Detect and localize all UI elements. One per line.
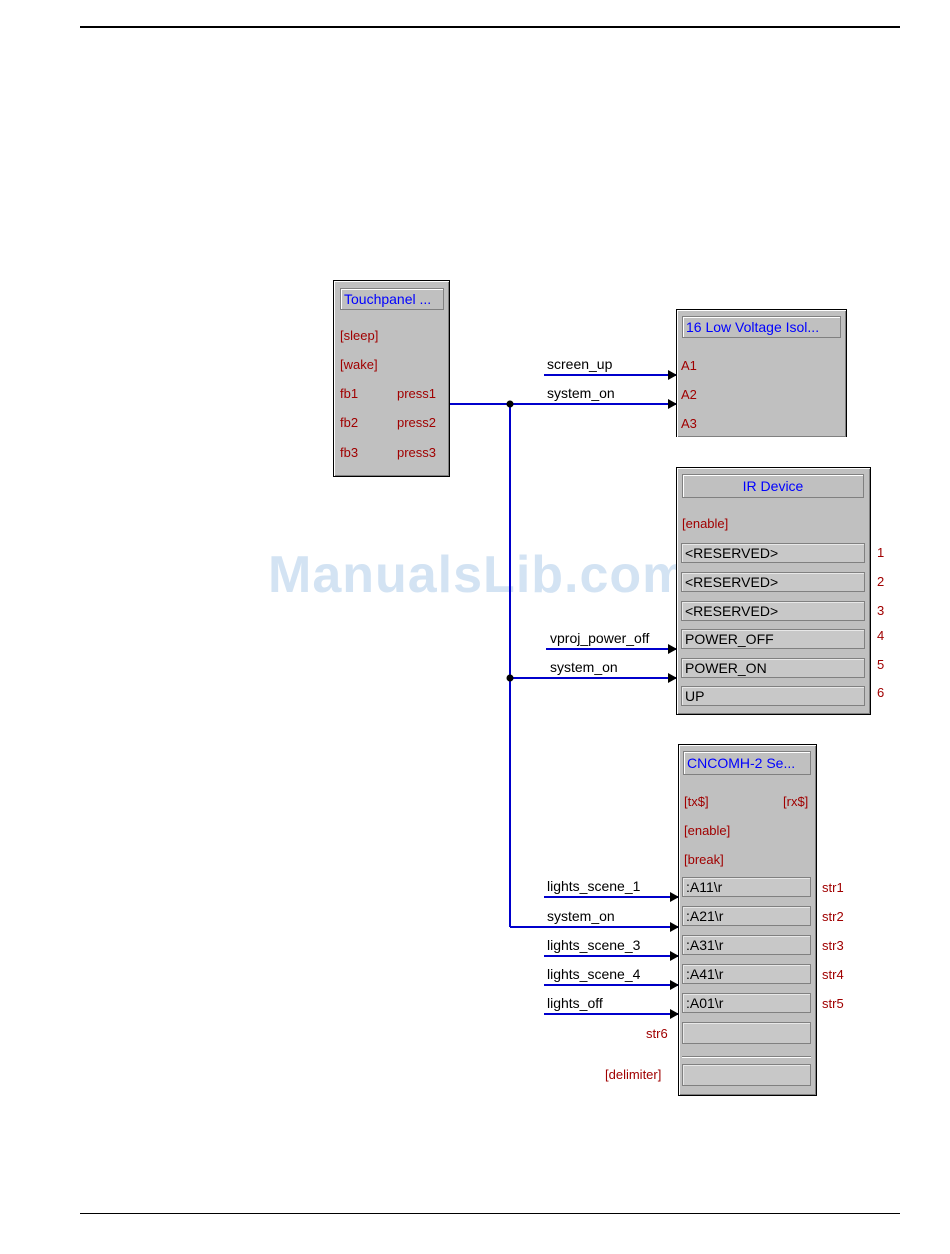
touchpanel-output-press2: press2 <box>397 415 437 430</box>
isolator-input-a1: A1 <box>681 358 697 373</box>
cncomh-input-delimiter: [delimiter] <box>605 1067 662 1082</box>
ir-output-2: 2 <box>877 574 885 589</box>
cncomh-separator <box>682 1056 811 1058</box>
cncomh-output-str4: str4 <box>822 967 844 982</box>
isolator-title: 16 Low Voltage Isol... <box>682 316 841 338</box>
touchpanel-block[interactable]: Touchpanel ... [sleep] [wake] fb1 fb2 fb… <box>333 280 450 477</box>
header-rule <box>80 26 900 28</box>
touchpanel-output-press3: press3 <box>397 445 437 460</box>
ir-param-1[interactable]: <RESERVED> <box>681 543 865 563</box>
arrow-head <box>670 922 679 932</box>
cncomh-param-6[interactable] <box>682 1022 811 1044</box>
junction-dot <box>506 400 514 408</box>
arrow-head <box>668 370 677 380</box>
ir-output-4: 4 <box>877 628 885 643</box>
isolator-input-a3: A3 <box>681 416 697 431</box>
signal-vproj-power-off[interactable]: vproj_power_off <box>550 630 650 646</box>
ir-output-5: 5 <box>877 657 885 672</box>
ir-param-6[interactable]: UP <box>681 686 865 706</box>
ir-output-6: 6 <box>877 685 885 700</box>
ir-output-3: 3 <box>877 603 885 618</box>
cncomh-param-4[interactable]: :A41\r <box>682 964 811 984</box>
cncomh-param-3[interactable]: :A31\r <box>682 935 811 955</box>
cncomh-output-str3: str3 <box>822 938 844 953</box>
cncomh-output-str5: str5 <box>822 996 844 1011</box>
cncomh-input-str6: str6 <box>646 1026 668 1041</box>
isolator-input-a2: A2 <box>681 387 697 402</box>
isolator-block[interactable]: 16 Low Voltage Isol... A1 A2 A3 <box>676 309 847 437</box>
touchpanel-input-wake: [wake] <box>340 357 378 372</box>
cncomh-rx: [rx$] <box>783 794 809 809</box>
footer-rule <box>80 1213 900 1214</box>
signal-lights-scene-1[interactable]: lights_scene_1 <box>547 878 641 894</box>
cncomh-block[interactable]: CNCOMH-2 Se... [tx$] [rx$] [enable] [bre… <box>678 744 817 1096</box>
junction-dot <box>506 674 514 682</box>
cncomh-delimiter-field[interactable] <box>682 1064 811 1086</box>
signal-lights-scene-3[interactable]: lights_scene_3 <box>547 937 641 953</box>
cncomh-param-5[interactable]: :A01\r <box>682 993 811 1013</box>
arrow-head <box>668 673 677 683</box>
touchpanel-input-fb1: fb1 <box>340 386 359 401</box>
ir-output-1: 1 <box>877 545 885 560</box>
signal-lights-scene-4[interactable]: lights_scene_4 <box>547 966 641 982</box>
signal-screen-up[interactable]: screen_up <box>547 356 613 372</box>
cncomh-output-str2: str2 <box>822 909 844 924</box>
cncomh-param-1[interactable]: :A11\r <box>682 877 811 897</box>
arrow-head <box>670 892 679 902</box>
arrow-head <box>670 951 679 961</box>
ir-param-2[interactable]: <RESERVED> <box>681 572 865 592</box>
cncomh-break: [break] <box>684 852 724 867</box>
arrow-head <box>668 644 677 654</box>
cncomh-enable: [enable] <box>684 823 731 838</box>
touchpanel-title: Touchpanel ... <box>340 288 444 310</box>
ir-device-title: IR Device <box>682 474 864 498</box>
ir-param-3[interactable]: <RESERVED> <box>681 601 865 621</box>
signal-system-on-isolator[interactable]: system_on <box>547 385 615 401</box>
arrow-head <box>668 399 677 409</box>
touchpanel-input-sleep: [sleep] <box>340 328 379 343</box>
ir-param-5[interactable]: POWER_ON <box>681 658 865 678</box>
touchpanel-input-fb2: fb2 <box>340 415 359 430</box>
ir-device-enable: [enable] <box>682 516 729 531</box>
cncomh-param-2[interactable]: :A21\r <box>682 906 811 926</box>
signal-lights-off[interactable]: lights_off <box>547 995 603 1011</box>
cncomh-output-str1: str1 <box>822 880 844 895</box>
arrow-head <box>670 1009 679 1019</box>
cncomh-title: CNCOMH-2 Se... <box>683 751 811 775</box>
signal-system-on-ir[interactable]: system_on <box>550 659 618 675</box>
watermark: ManualsLib.com <box>268 546 690 604</box>
touchpanel-input-fb3: fb3 <box>340 445 359 460</box>
signal-system-on-cncomh[interactable]: system_on <box>547 908 615 924</box>
cncomh-tx: [tx$] <box>684 794 709 809</box>
ir-param-4[interactable]: POWER_OFF <box>681 629 865 649</box>
touchpanel-output-press1: press1 <box>397 386 437 401</box>
arrow-head <box>670 980 679 990</box>
ir-device-block[interactable]: IR Device [enable] <RESERVED> <RESERVED>… <box>676 467 871 715</box>
